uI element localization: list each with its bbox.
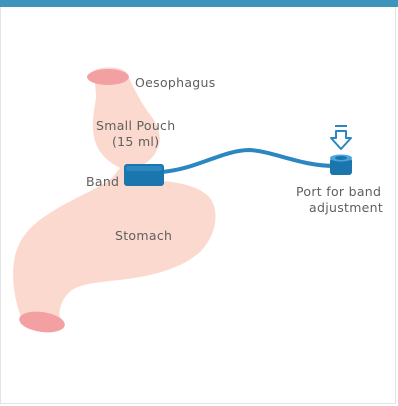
pouch-volume-label: (15 ml)	[112, 134, 159, 149]
band-label: Band	[86, 174, 119, 189]
small-pouch-label: Small Pouch	[96, 118, 175, 133]
stomach-shape	[13, 68, 215, 329]
stomach-label: Stomach	[115, 228, 172, 243]
port-label-line2: adjustment	[309, 200, 383, 215]
arrow-down-icon	[331, 126, 351, 149]
oesophagus-opening	[87, 69, 129, 85]
port-icon	[330, 155, 352, 176]
band-highlight	[126, 166, 162, 171]
connection-tube	[160, 150, 336, 172]
port-label-line1: Port for band	[296, 184, 381, 199]
oesophagus-label: Oesophagus	[135, 75, 216, 90]
